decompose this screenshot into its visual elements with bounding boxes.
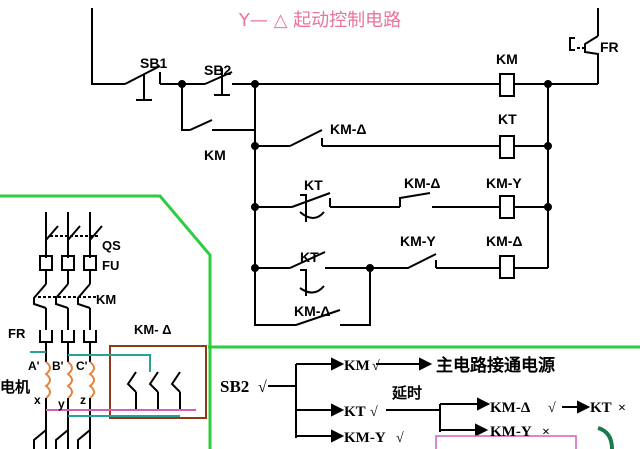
km-delta-main-label: KM- Δ xyxy=(134,322,172,337)
km-seal-contact xyxy=(189,119,213,131)
seq-delay: 延时 xyxy=(391,384,422,402)
km-y-coil-label: KM-Y xyxy=(486,175,522,191)
fu-label: FU xyxy=(102,258,119,273)
seq-km-y-cross: × xyxy=(542,425,550,440)
winding-x-label: x xyxy=(34,393,41,407)
sb1-contact xyxy=(124,65,161,85)
km-delta-coil-label: KM-Δ xyxy=(486,233,523,249)
qs-label: QS xyxy=(102,238,121,253)
km-coil-label: KM xyxy=(496,51,518,67)
motor-label: 电机 xyxy=(0,378,30,396)
winding-y-label: y xyxy=(58,397,65,411)
kt-coil xyxy=(499,135,515,159)
seq-sb2-check: √ xyxy=(258,379,267,396)
sb2-contact xyxy=(204,71,233,85)
terminal-b-label: B' xyxy=(52,359,64,373)
highlight-box xyxy=(435,435,577,449)
kt-contact-label-2: KT xyxy=(300,249,319,265)
seq-km-delta: KM-Δ xyxy=(490,400,531,416)
winding-z-label: z xyxy=(80,393,86,407)
km-delta-interlock-contact xyxy=(399,192,431,207)
seq-km-y: KM-Y xyxy=(344,430,386,446)
seq-km: KM xyxy=(344,358,370,374)
seq-kt-check: √ xyxy=(370,405,378,420)
km-delta-box xyxy=(109,345,207,419)
diagram-title: Y— △ 起动控制电路 xyxy=(238,10,402,31)
terminal-a-label: A' xyxy=(28,359,40,373)
km-delta-nc-contact xyxy=(289,129,323,147)
kt-delay-contact-1 xyxy=(291,192,331,208)
sb1-label: SB1 xyxy=(140,55,167,71)
km-y-coil xyxy=(499,195,515,219)
terminal-c-label: C' xyxy=(76,359,88,373)
seq-kt-cross: × xyxy=(618,401,626,416)
kt-delay-contact-2 xyxy=(289,251,326,269)
seq-main-circuit-text: 主电路接通电源 xyxy=(436,355,555,376)
sb2-label: SB2 xyxy=(204,62,231,78)
seq-sb2: SB2 xyxy=(220,377,249,396)
km-seal-label: KM xyxy=(204,147,226,163)
kt-delay-symbol-1 xyxy=(299,194,325,222)
kt-delay-symbol-2 xyxy=(299,269,325,296)
km-delta-seal-contact xyxy=(295,309,341,326)
km-y-interlock-label: KM-Y xyxy=(400,233,436,249)
kt-coil-label: KT xyxy=(498,111,517,127)
km-delta-interlock-label: KM-Δ xyxy=(404,175,441,191)
fr-control-label: FR xyxy=(600,39,619,55)
green-arrow xyxy=(597,426,614,449)
seq-km-delta-check: √ xyxy=(548,401,556,416)
kt-contact-label-1: KT xyxy=(304,177,323,193)
main-circuit-wiring xyxy=(33,212,181,449)
left-supply-wire xyxy=(91,8,125,85)
seq-km-y-off: KM-Y xyxy=(490,424,532,440)
km-delta-contact-label: KM-Δ xyxy=(330,121,367,137)
km-seal-wire xyxy=(181,84,190,131)
km-main-label: KM xyxy=(96,292,116,307)
main-circuit-border xyxy=(0,194,212,449)
seq-kt-off: KT xyxy=(590,400,612,416)
km-coil xyxy=(499,73,515,97)
sequence-arrows xyxy=(268,357,591,443)
fr-main-label: FR xyxy=(8,326,26,341)
km-y-interlock-contact xyxy=(400,253,437,269)
seq-km-y-check: √ xyxy=(396,431,404,446)
fr-contact xyxy=(584,35,599,84)
km-delta-coil xyxy=(499,255,515,279)
km-delta-seal-label: KM-Δ xyxy=(294,303,331,319)
seq-km-check: √ xyxy=(372,359,380,374)
seq-kt: KT xyxy=(344,404,366,420)
km-delta-seal-wire xyxy=(254,268,296,326)
